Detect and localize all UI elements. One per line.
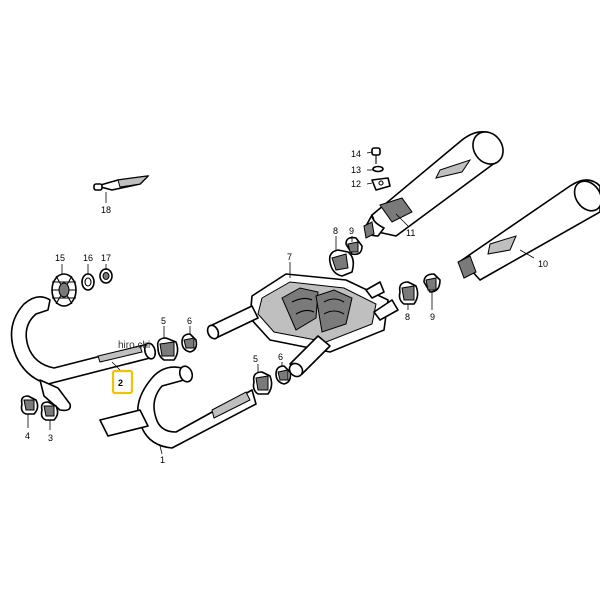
part-14-bolt-drawing bbox=[366, 147, 381, 164]
watermark-text: hiro.chi bbox=[118, 340, 150, 351]
part-label-8a[interactable]: 8 bbox=[333, 226, 338, 236]
part-label-9a[interactable]: 9 bbox=[349, 226, 354, 236]
part-7-collector-box-drawing bbox=[206, 262, 399, 378]
part-label-2[interactable]: 2 bbox=[118, 378, 123, 388]
part-8-clamp-upper-drawing bbox=[328, 236, 355, 277]
part-label-5a[interactable]: 5 bbox=[161, 316, 166, 326]
part-label-4[interactable]: 4 bbox=[25, 431, 30, 441]
part-label-18[interactable]: 18 bbox=[101, 205, 111, 215]
part-17-ring-drawing bbox=[99, 264, 113, 284]
part-label-11[interactable]: 11 bbox=[406, 228, 415, 238]
part-label-13[interactable]: 13 bbox=[351, 165, 361, 175]
part-label-7[interactable]: 7 bbox=[287, 252, 292, 262]
part-label-10[interactable]: 10 bbox=[538, 259, 548, 269]
part-label-14[interactable]: 14 bbox=[351, 149, 361, 159]
part-label-6b[interactable]: 6 bbox=[278, 352, 283, 362]
part-9-clamp-lower-drawing bbox=[423, 273, 441, 310]
part-18-clip-drawing bbox=[93, 175, 150, 203]
part-label-12[interactable]: 12 bbox=[351, 179, 361, 189]
part-label-3[interactable]: 3 bbox=[48, 433, 53, 443]
part-label-1[interactable]: 1 bbox=[160, 455, 165, 465]
part-label-9b[interactable]: 9 bbox=[430, 312, 435, 322]
part-6-clamp-front-drawing bbox=[181, 326, 198, 353]
part-9-clamp-upper-drawing bbox=[345, 236, 363, 256]
part-13-washer-drawing bbox=[367, 165, 384, 173]
part-15-finned-nut-drawing bbox=[51, 264, 77, 307]
part-10-lower-muffler-drawing bbox=[457, 179, 600, 281]
part-label-15[interactable]: 15 bbox=[55, 253, 65, 263]
part-label-6a[interactable]: 6 bbox=[187, 316, 192, 326]
part-label-16[interactable]: 16 bbox=[83, 253, 93, 263]
part-label-5b[interactable]: 5 bbox=[253, 354, 258, 364]
part-label-8b[interactable]: 8 bbox=[405, 312, 410, 322]
part-16-gasket-drawing bbox=[81, 264, 95, 291]
part-label-17[interactable]: 17 bbox=[101, 253, 111, 263]
part-5-clamp-front-drawing bbox=[156, 326, 179, 361]
part-1-right-header-pipe-drawing bbox=[99, 365, 257, 455]
part-12-bracket-drawing bbox=[366, 177, 391, 191]
part-6-clamp-rear-drawing bbox=[275, 362, 292, 385]
part-4-clamp-drawing bbox=[20, 395, 39, 428]
part-5-clamp-rear-drawing bbox=[252, 364, 273, 395]
part-2-highlight-box bbox=[111, 369, 134, 395]
part-3-clamp-drawing bbox=[40, 401, 59, 430]
part-2-left-header-pipe-drawing bbox=[10, 296, 157, 412]
part-8-clamp-lower-drawing bbox=[398, 281, 419, 310]
part-11-upper-muffler-drawing bbox=[363, 131, 504, 239]
